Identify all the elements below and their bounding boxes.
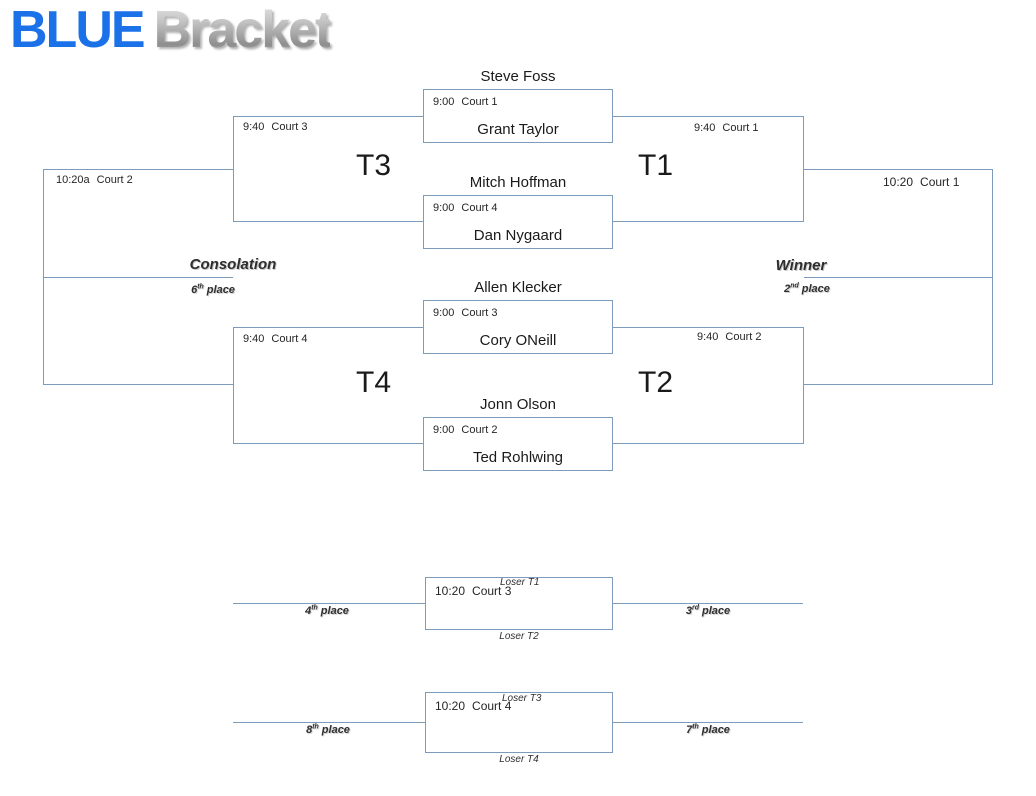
placement2-court: Court 4 [472, 699, 512, 713]
player-name-bottom: Cory ONeill [479, 332, 557, 349]
match-court: Court 3 [461, 307, 498, 319]
placement1-left-line [233, 603, 425, 604]
match-time: 9:00 [433, 307, 455, 319]
place-suffix: th [311, 604, 318, 612]
match-court: Court 2 [461, 424, 498, 436]
place-word: place [701, 605, 731, 617]
consolation-time: 10:20a [56, 174, 90, 186]
match-schedule: 9:00 Court 3 [433, 307, 498, 319]
player-name-top: Jonn Olson [480, 396, 556, 413]
place-suffix: th [197, 283, 204, 291]
t2-schedule: 9:40 Court 2 [697, 331, 762, 343]
place-word: place [206, 284, 235, 296]
placement2-schedule: 10:20 Court 4 [435, 699, 511, 713]
match-schedule: 9:00 Court 1 [433, 96, 498, 108]
consolation-court: Court 2 [96, 174, 133, 186]
placement2-left-line [233, 722, 425, 723]
place-number: 6 [191, 284, 198, 296]
match-time: 9:00 [433, 96, 455, 108]
consolation-schedule: 10:20a Court 2 [56, 174, 133, 186]
player-name-bottom: Ted Rohlwing [472, 449, 564, 466]
match-box-round1-3: 9:00 Court 3 Cory ONeill [423, 300, 613, 354]
consolation-winner-line [43, 277, 233, 278]
t4-schedule: 9:40 Court 4 [243, 333, 308, 345]
t3-time: 9:40 [243, 121, 265, 133]
connector-box-t1 [613, 116, 804, 222]
placement2-time: 10:20 [435, 699, 466, 713]
place-suffix: th [692, 723, 699, 731]
connector-box-t2 [613, 327, 804, 444]
place-suffix: nd [790, 282, 799, 290]
winner-heading: Winner [775, 257, 827, 274]
place-number: 3 [685, 605, 692, 617]
placement1-top-seed: Loser T1 [500, 577, 540, 588]
placement1-bottom-seed: Loser T2 [499, 631, 539, 642]
t1-court: Court 1 [722, 122, 759, 134]
place-word: place [320, 605, 349, 617]
championship-time: 10:20 [883, 175, 914, 189]
match-box-round1-1: 9:00 Court 1 Grant Taylor [423, 89, 613, 143]
t1-label: T1 [638, 149, 674, 182]
match-court: Court 4 [461, 202, 498, 214]
placement-match-box-1: 10:20 Court 3 [425, 577, 613, 630]
t3-schedule: 9:40 Court 3 [243, 121, 308, 133]
place-word: place [701, 724, 730, 736]
t3-label: T3 [356, 149, 392, 182]
championship-winner-line [804, 277, 993, 278]
t1-schedule: 9:40 Court 1 [694, 122, 759, 134]
t2-time: 9:40 [697, 331, 719, 343]
place-suffix: rd [691, 604, 699, 612]
placement1-right-line [613, 603, 803, 604]
match-time: 9:00 [433, 202, 455, 214]
placement2-bottom-seed: Loser T4 [499, 754, 539, 765]
t4-time: 9:40 [243, 333, 265, 345]
t2-label: T2 [638, 366, 674, 399]
connector-box-t3 [233, 116, 423, 222]
match-schedule: 9:00 Court 4 [433, 202, 498, 214]
connector-box-t4 [233, 327, 423, 444]
player-name-bottom: Grant Taylor [477, 121, 559, 138]
match-court: Court 1 [461, 96, 498, 108]
match-schedule: 9:00 Court 2 [433, 424, 498, 436]
match-time: 9:00 [433, 424, 455, 436]
place-number: 8 [306, 724, 313, 736]
player-name-top: Mitch Hoffman [469, 174, 567, 191]
player-name-top: Allen Klecker [474, 279, 562, 296]
place-suffix: th [312, 723, 319, 731]
place-number: 7 [686, 724, 693, 736]
placement1-schedule: 10:20 Court 3 [435, 584, 511, 598]
championship-court: Court 1 [920, 175, 960, 189]
match-box-round1-4: 9:00 Court 2 Ted Rohlwing [423, 417, 613, 471]
place-word: place [321, 724, 350, 736]
player-name-bottom: Dan Nygaard [473, 227, 563, 244]
placement2-top-seed: Loser T3 [502, 693, 542, 704]
t1-time: 9:40 [694, 122, 716, 134]
consolation-heading: Consolation [189, 256, 277, 273]
t3-court: Court 3 [271, 121, 308, 133]
placement-match-box-2: 10:20 Court 4 [425, 692, 613, 753]
place-number: 2 [784, 283, 791, 295]
championship-schedule: 10:20 Court 1 [883, 175, 959, 189]
placement1-court: Court 3 [472, 584, 512, 598]
title-word-blue: BLUE [10, 1, 146, 59]
t4-court: Court 4 [271, 333, 308, 345]
place-number: 4 [305, 605, 312, 617]
placement1-time: 10:20 [435, 584, 466, 598]
place-word: place [801, 283, 830, 295]
title-word-bracket: Bracket [153, 1, 333, 59]
placement2-right-line [613, 722, 803, 723]
t2-court: Court 2 [725, 331, 762, 343]
match-box-round1-2: 9:00 Court 4 Dan Nygaard [423, 195, 613, 249]
t4-label: T4 [356, 366, 392, 399]
player-name-top: Steve Foss [480, 68, 556, 85]
